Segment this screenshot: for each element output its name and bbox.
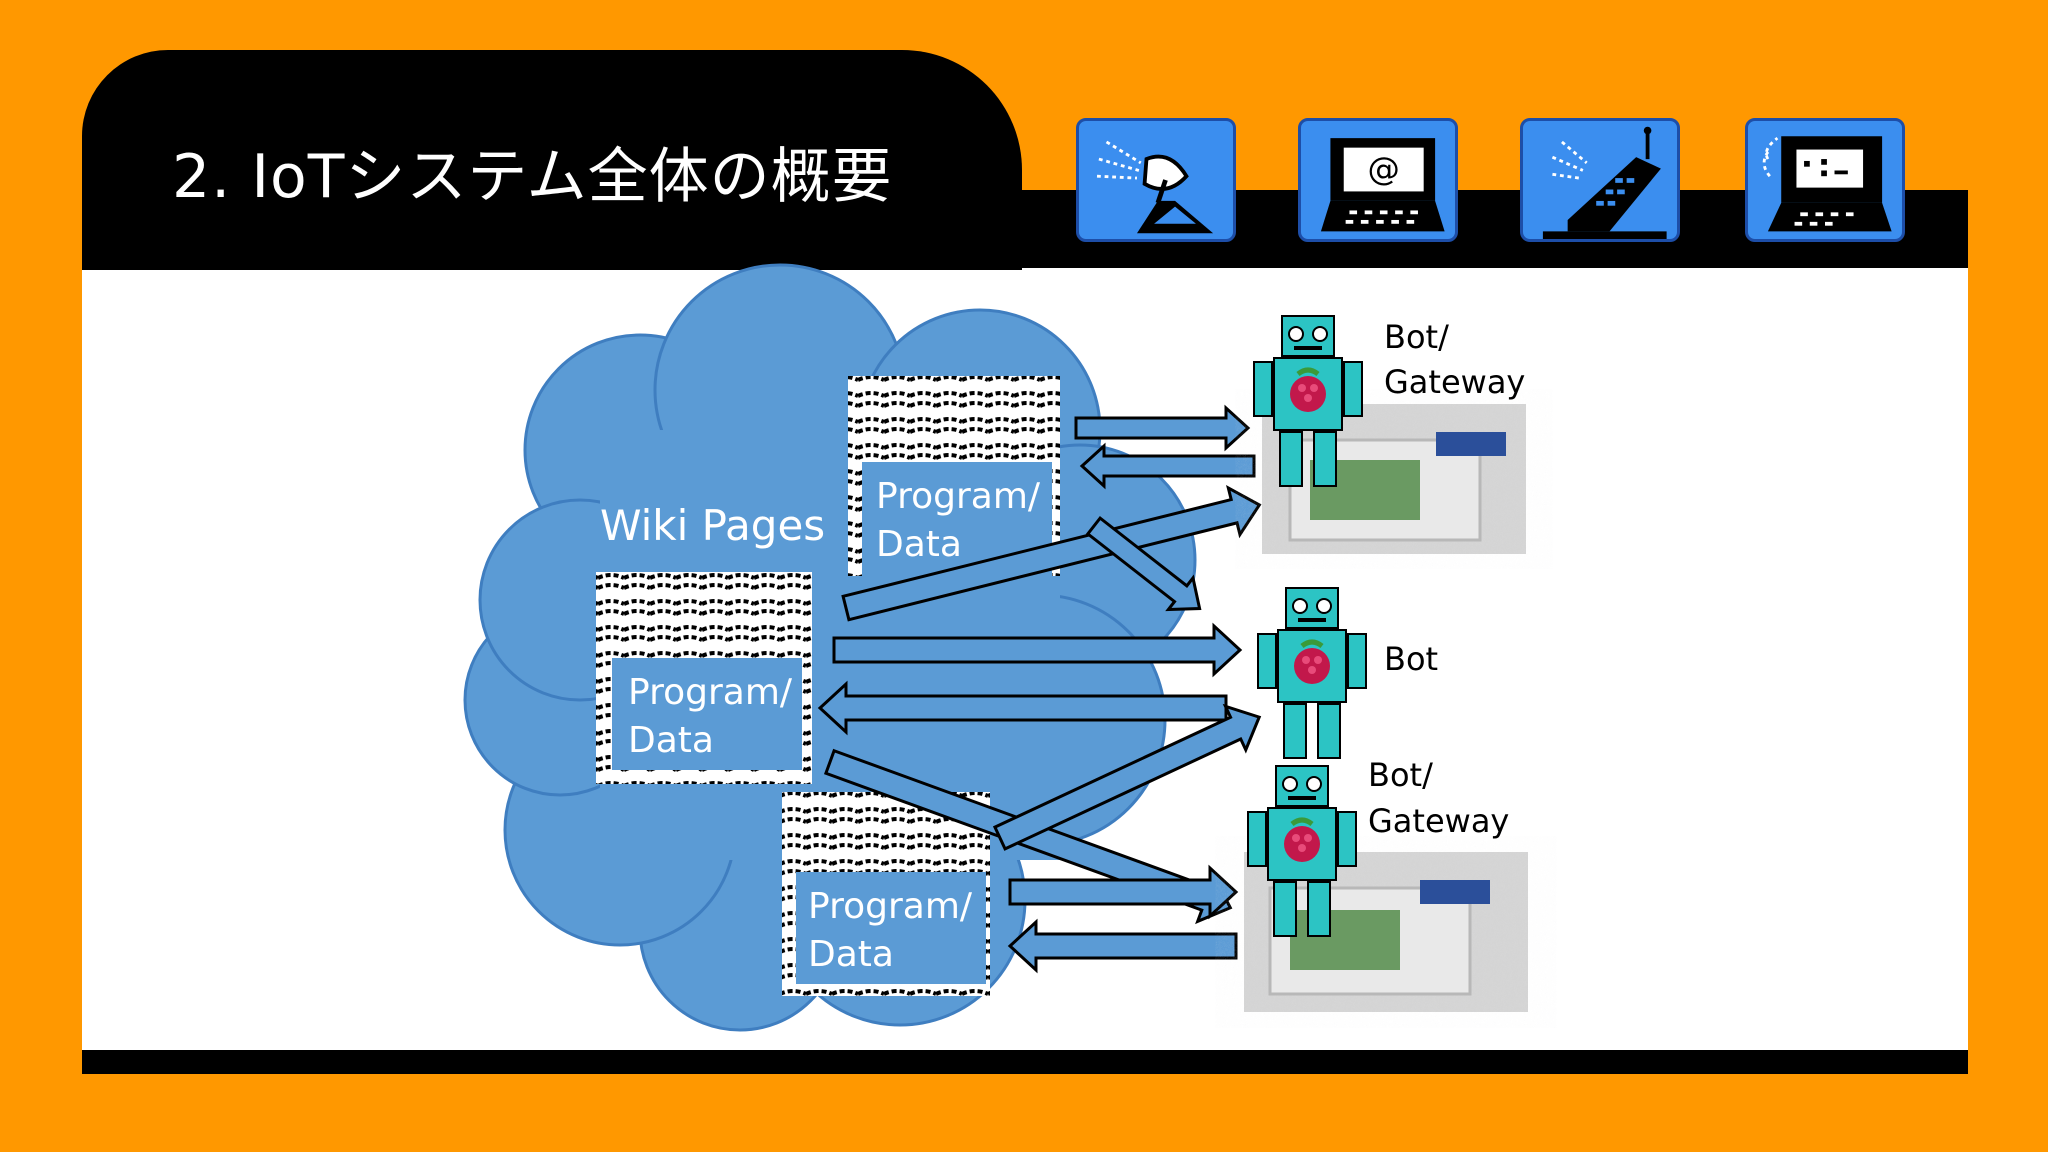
page-card-3-label-2: Data bbox=[808, 934, 894, 975]
arrow-6 bbox=[817, 680, 1228, 736]
page-card-2-label-1: Program/ bbox=[628, 672, 793, 713]
arrow-10 bbox=[1007, 918, 1238, 974]
page-card-3: Program/ Data bbox=[782, 792, 990, 996]
page-card-1-label-1: Program/ bbox=[876, 476, 1041, 517]
arrow-1 bbox=[1074, 404, 1251, 452]
mobile-phone-icon bbox=[1520, 118, 1680, 242]
page-card-1-label-2: Data bbox=[876, 524, 962, 565]
robot-1 bbox=[1253, 315, 1363, 487]
robot-2 bbox=[1257, 587, 1367, 759]
arrow-8 bbox=[992, 703, 1262, 851]
device-3-label-2: Gateway bbox=[1368, 802, 1509, 840]
slide-title: 2. IoTシステム全体の概要 bbox=[172, 142, 893, 212]
arrow-2 bbox=[1079, 442, 1256, 490]
title-tab bbox=[82, 50, 1022, 270]
device-1-label-2: Gateway bbox=[1384, 363, 1525, 401]
device-1-label-1: Bot/ bbox=[1384, 318, 1449, 356]
arrow-3 bbox=[841, 484, 1262, 622]
page-card-2-label-2: Data bbox=[628, 720, 714, 761]
computer-terminal-icon bbox=[1745, 118, 1905, 242]
arrows bbox=[817, 404, 1262, 974]
page-card-2: Program/ Data bbox=[596, 572, 812, 784]
cloud-label: Wiki Pages bbox=[600, 501, 825, 550]
page-card-3-label-1: Program/ bbox=[808, 886, 973, 927]
robot-3 bbox=[1247, 765, 1357, 937]
arrow-9 bbox=[1008, 864, 1239, 920]
svg-text:@: @ bbox=[1368, 150, 1400, 188]
arrow-4 bbox=[1085, 516, 1202, 612]
satellite-dish-icon bbox=[1076, 118, 1236, 242]
email-terminal-icon: @ bbox=[1298, 118, 1458, 242]
device-3-label-1: Bot/ bbox=[1368, 756, 1433, 794]
device-2-label: Bot bbox=[1384, 640, 1438, 678]
arrow-5 bbox=[832, 622, 1243, 678]
